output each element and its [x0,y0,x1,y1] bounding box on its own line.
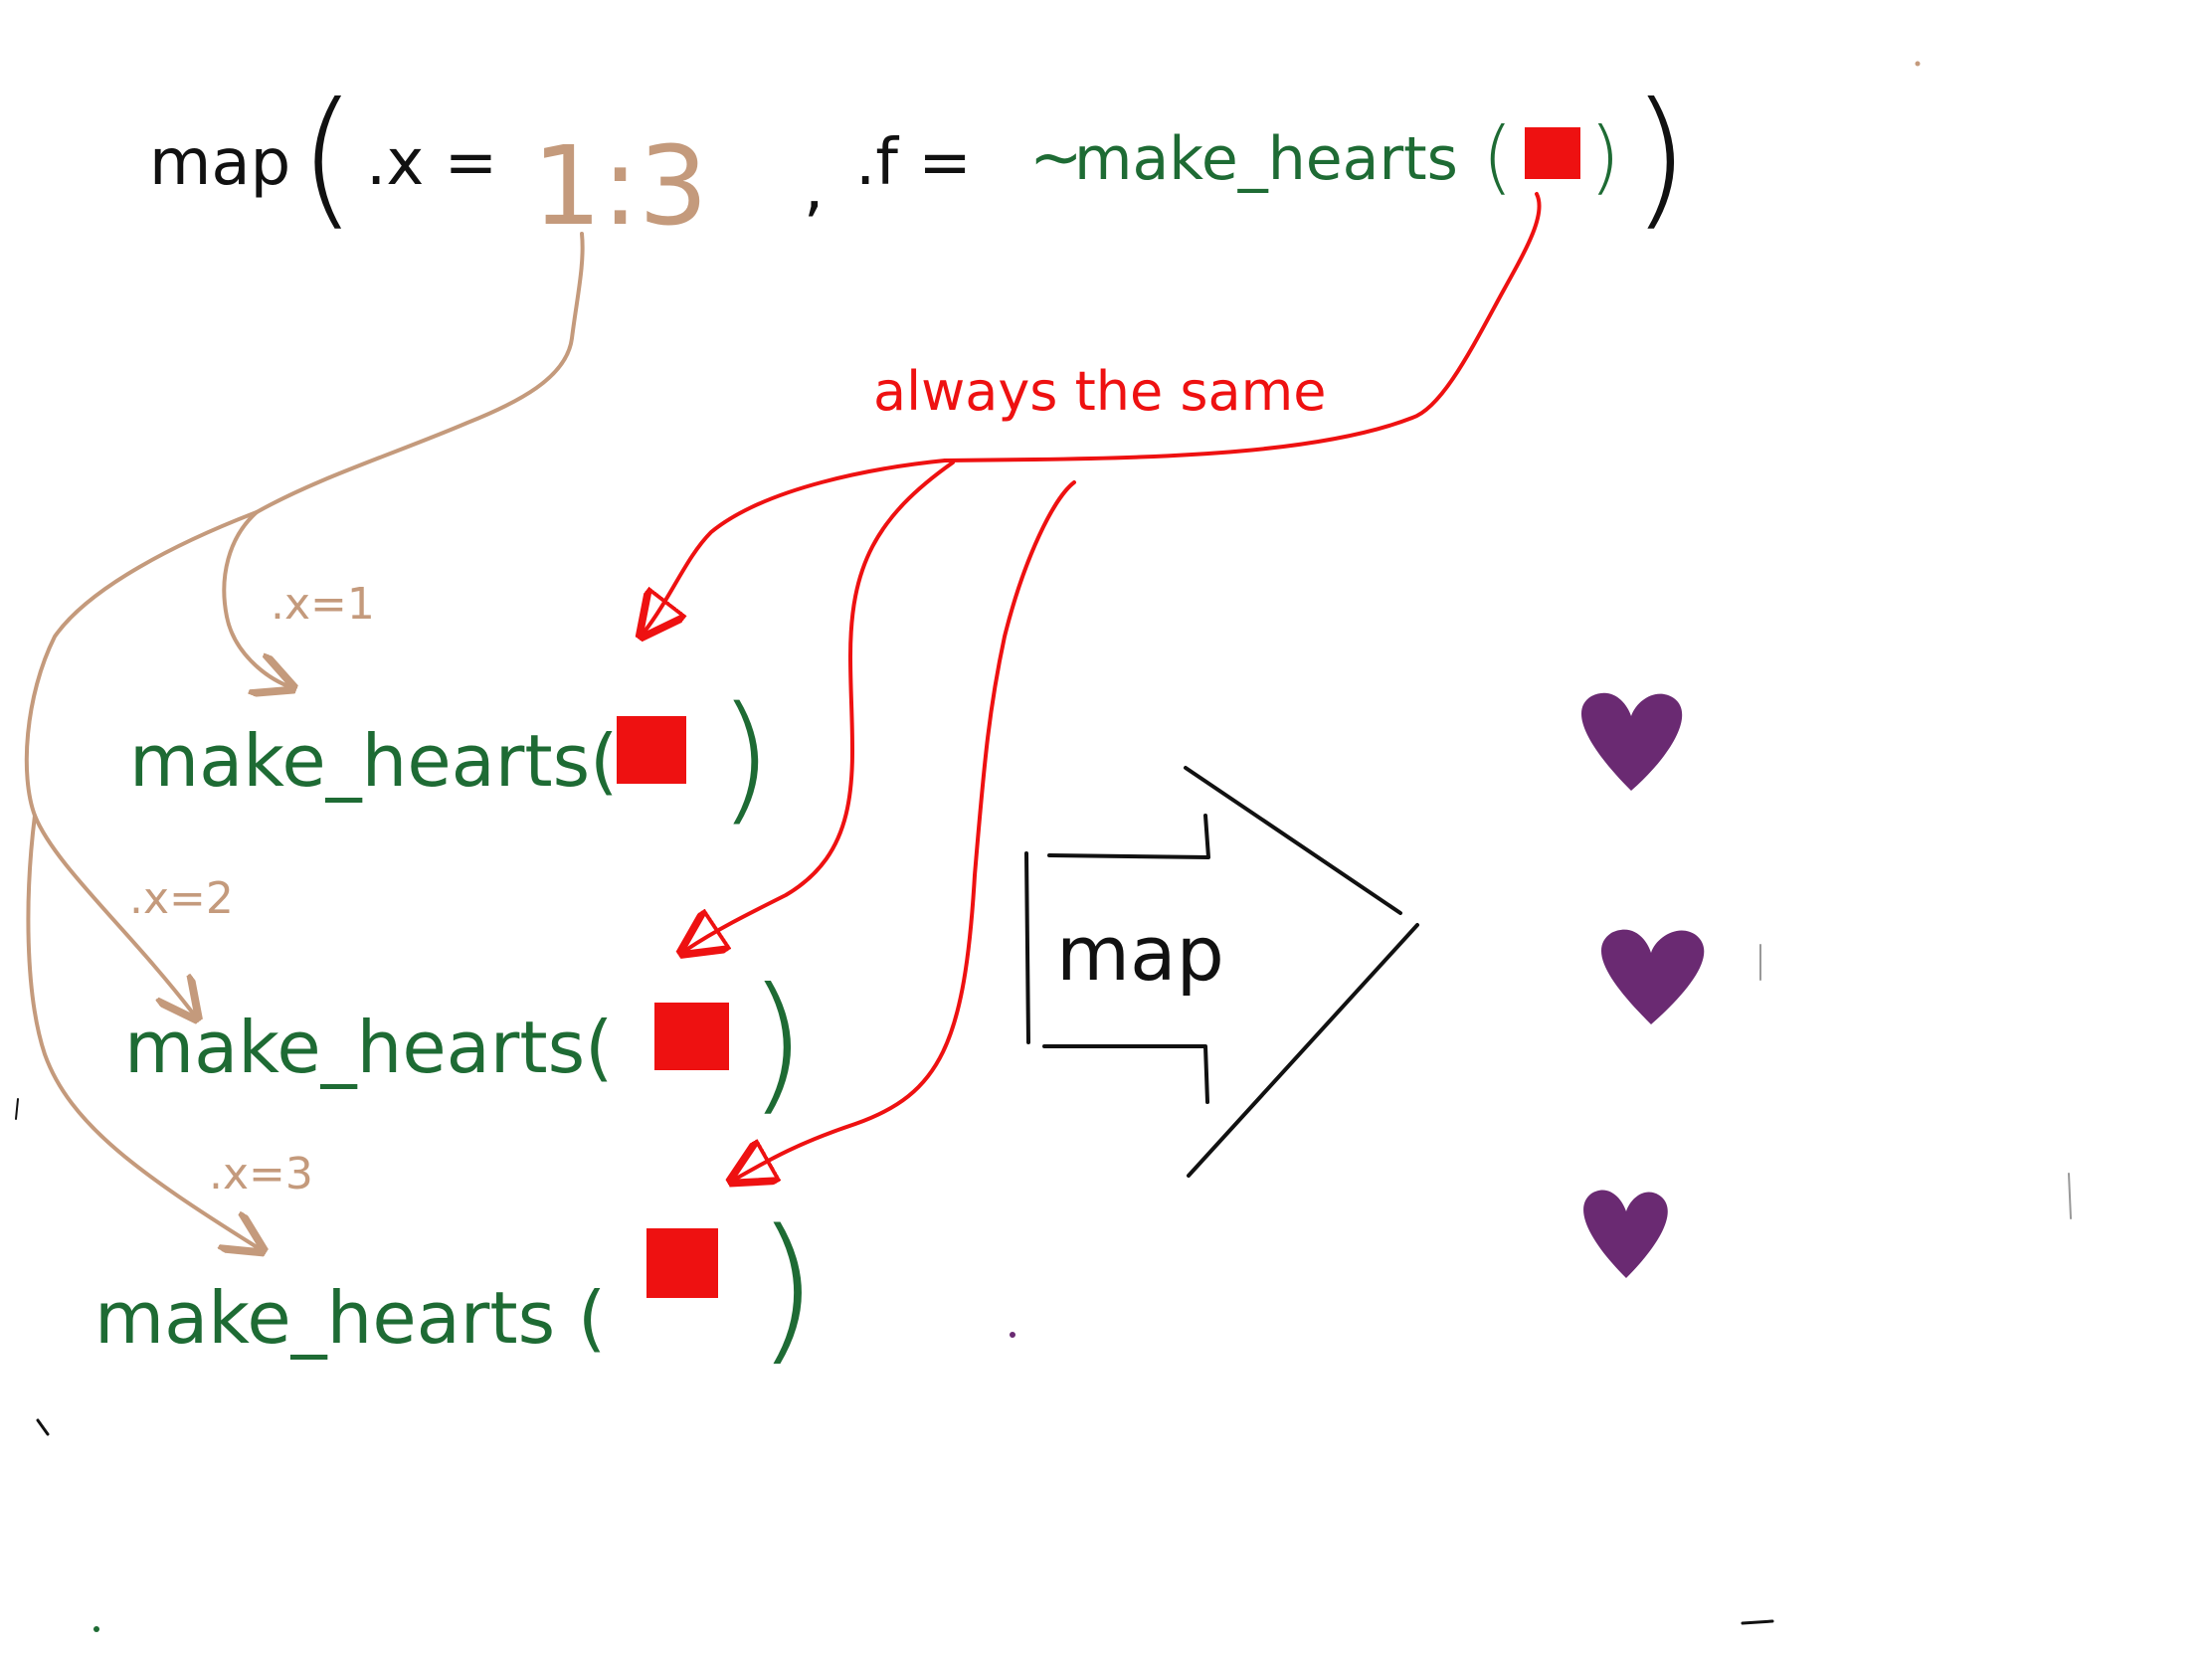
inner-close-paren: ) [1589,110,1620,203]
tan-arrow-step-1 [222,510,288,686]
formula-tilde: ~ [1029,121,1083,195]
step-label-3: .x=3 [209,1149,313,1199]
always-same-note: always the same [873,360,1326,423]
red-source-line [943,192,1542,462]
step-input-square-3 [646,1228,718,1298]
step-close-2: ) [748,957,807,1130]
outputs [1580,692,1705,1278]
tan-arrow-step-3 [26,814,259,1248]
red-arrows [645,192,1542,1179]
x-value: 1:3 [532,122,708,250]
step-close-3: ) [756,1195,818,1381]
input-square [1525,127,1580,179]
big-arrow-label: map [1056,909,1224,998]
heart-icon [1580,692,1683,791]
red-arrow-step-2 [686,461,955,950]
step-input-square-1 [617,716,686,784]
step-label-2: .x=2 [129,873,234,924]
f-argument: .f = [855,126,972,200]
inner-open-paren: ( [1482,110,1513,203]
tan-arrow-step-2 [24,510,259,1014]
step-call-2: make_hearts( [124,1006,613,1089]
stray-marks [15,61,2072,1632]
step-1: make_hearts( ) [129,677,773,839]
step-2: make_hearts( ) [124,957,807,1130]
step-close-1: ) [718,677,773,839]
heart-icon [1600,929,1705,1024]
step-3: make_hearts ( ) [94,1195,818,1381]
x-argument: .x = [366,126,497,200]
red-arrow-step-1 [645,459,947,632]
heart-icon [1583,1190,1668,1278]
tan-arrows [24,232,585,1248]
step-call-3: make_hearts ( [94,1276,606,1360]
inner-function-name: make_hearts [1074,124,1458,194]
map-call: map ( .x = 1:3 , .f = ~ make_hearts ( ) … [149,72,1690,250]
red-arrow-step-3 [736,480,1076,1179]
map-close-paren: ) [1631,72,1690,245]
arg-comma: , [804,151,824,225]
big-map-arrow [1024,766,1419,1178]
map-open-paren: ( [298,72,357,245]
map-function-name: map [149,126,290,200]
step-input-square-2 [654,1003,729,1070]
step-label-1: .x=1 [271,579,375,630]
tan-source-line [255,232,585,514]
step-call-1: make_hearts( [129,719,618,803]
